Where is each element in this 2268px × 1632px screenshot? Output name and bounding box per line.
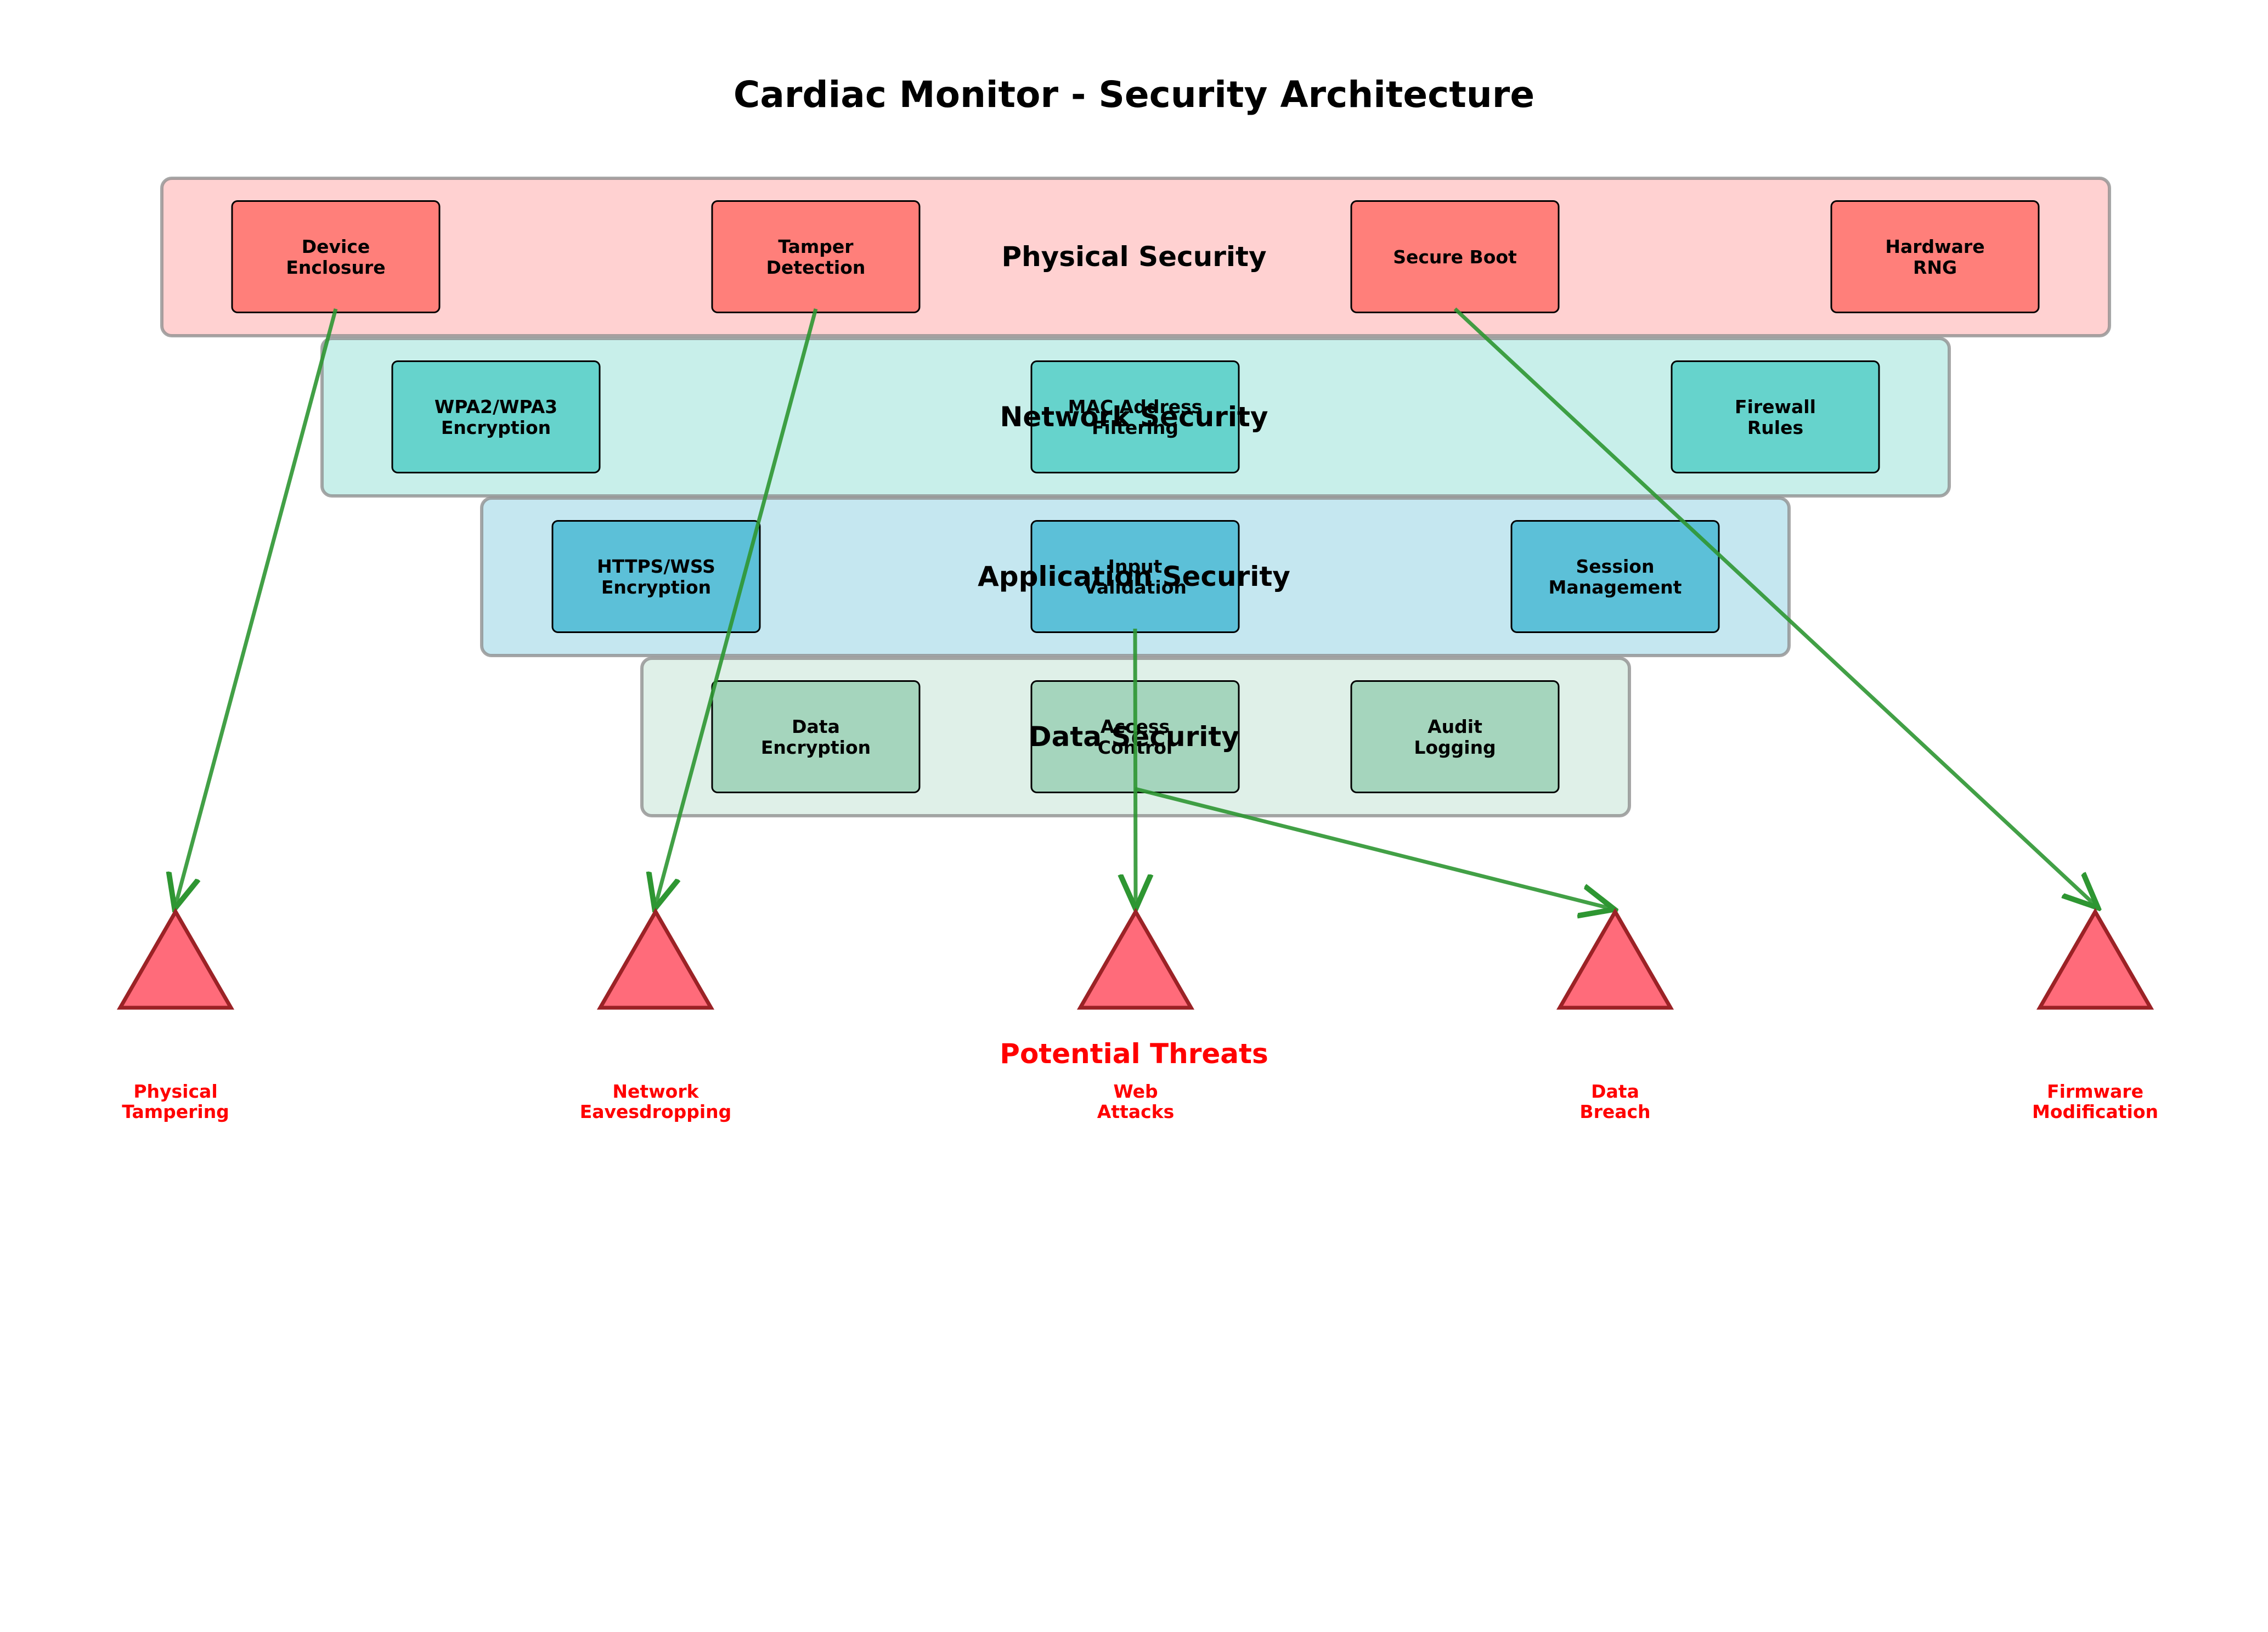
threat-label: Eavesdropping [580, 1101, 732, 1122]
component-label: Secure Boot [1393, 246, 1517, 268]
mitigation-arrow [1135, 628, 1136, 905]
component-label: Tamper [778, 236, 854, 257]
threats-group: PhysicalTamperingNetworkEavesdroppingWeb… [116, 907, 2158, 1122]
component-box [1510, 520, 1720, 633]
threat-label: Web [1113, 1081, 1158, 1102]
component-label: WPA2/WPA3 [435, 396, 557, 417]
component-box [391, 360, 601, 473]
component-label: Logging [1414, 737, 1496, 758]
component-label: Hardware [1885, 236, 1984, 257]
component-box [1671, 360, 1880, 473]
threat-label: Data [1591, 1081, 1639, 1102]
component-label: Filtering [1092, 417, 1178, 438]
threat-label: Breach [1579, 1101, 1650, 1122]
mitigation-arrow [1135, 787, 1611, 908]
layer-label: Network Security [1000, 401, 1268, 433]
component-label: MAC Address [1068, 396, 1203, 417]
mitigation-arrow [176, 308, 338, 905]
warning-triangle-icon [1076, 907, 1195, 1010]
component-label: Encryption [761, 737, 871, 758]
component-label: RNG [1913, 257, 1957, 278]
threat-label: Physical [133, 1081, 217, 1102]
component-label: Validation [1084, 577, 1187, 598]
component-label: Input [1108, 556, 1163, 577]
threat-label: Firmware [2047, 1081, 2143, 1102]
warning-triangle-icon [116, 907, 235, 1010]
component-label: Data [792, 716, 840, 737]
component-label: Rules [1747, 417, 1803, 438]
component-label: Management [1549, 577, 1682, 598]
warning-triangle-icon [2036, 907, 2154, 1010]
component-box [711, 680, 921, 793]
component-secure-boot: Secure Boot [1350, 200, 1560, 313]
component-label: HTTPS/WSS [597, 556, 715, 577]
component-label: Encryption [441, 417, 551, 438]
mitigation-arrows [176, 307, 2095, 908]
component-box [1350, 200, 1560, 313]
layer-label: Application Security [978, 561, 1290, 592]
component-box [1830, 200, 2040, 313]
warning-triangle-icon [1556, 907, 1674, 1010]
component-label: Detection [766, 257, 866, 278]
layer-data-security: DataEncryptionAccessControlAuditLoggingD… [640, 657, 1631, 817]
threat-label: Tampering [122, 1101, 229, 1122]
component-box [1030, 360, 1240, 473]
component-label: Firewall [1735, 396, 1816, 417]
threat-label: Modification [2032, 1101, 2158, 1122]
component-label: Enclosure [286, 257, 385, 278]
diagram-title: Cardiac Monitor - Security Architecture [734, 74, 1534, 116]
warning-triangle-icon [596, 907, 715, 1010]
threat-label: Network [612, 1081, 699, 1102]
layer-background [160, 177, 2111, 337]
component-label: Encryption [601, 577, 711, 598]
threat-label: Attacks [1097, 1101, 1175, 1122]
component-label: Session [1576, 556, 1655, 577]
mitigation-arrow [1453, 307, 2095, 905]
component-box [1350, 680, 1560, 793]
component-label: Device [302, 236, 370, 257]
layer-label: Physical Security [1001, 241, 1266, 273]
component-box [551, 520, 761, 633]
mitigation-arrow [656, 308, 818, 905]
component-label: Audit [1428, 716, 1482, 737]
threats-heading: Potential Threats [1000, 1038, 1268, 1070]
